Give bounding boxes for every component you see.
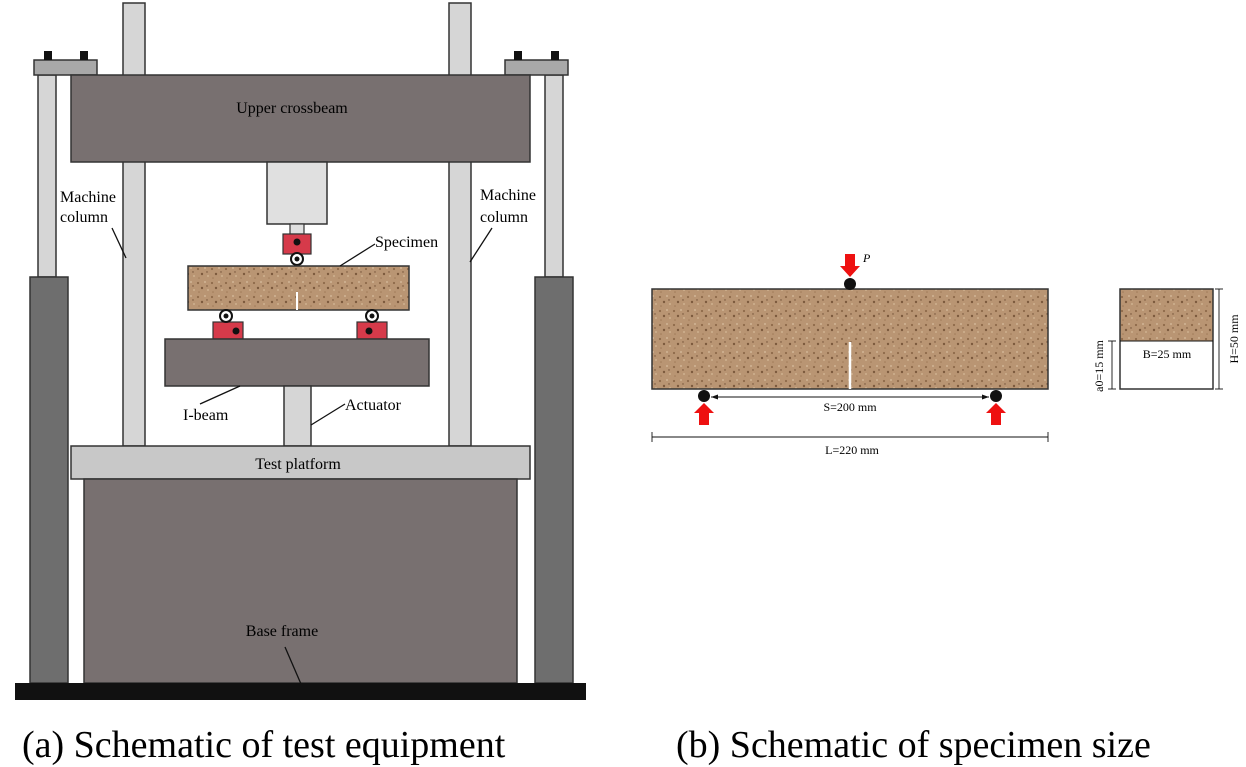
- ground-slab: [15, 683, 586, 700]
- upper-crossbeam-label: Upper crossbeam: [236, 100, 348, 117]
- left-reaction-arrow: [694, 403, 714, 425]
- top-roller-core: [294, 256, 300, 262]
- span-arrowhead-left: [711, 394, 718, 400]
- right-upper-rod: [544, 74, 564, 278]
- machine-column-right-label-1: Machine: [480, 187, 536, 204]
- base-frame-leader: [284, 646, 302, 685]
- cross-section-outline: [1119, 288, 1214, 390]
- left-support-pin: [232, 327, 240, 335]
- actuator: [283, 385, 312, 447]
- left-clamp-plate: [33, 59, 98, 76]
- width-label: B=25 mm: [1143, 347, 1192, 361]
- specimen: [187, 265, 410, 311]
- right-outer-column: [534, 276, 574, 684]
- right-support-point: [990, 390, 1002, 402]
- test-platform-label: Test platform: [255, 456, 341, 473]
- machine-column-right-label-2: column: [480, 209, 528, 226]
- i-beam-leader: [199, 385, 241, 405]
- right-support-roller-core: [369, 313, 375, 319]
- load-cell: [266, 161, 328, 225]
- cross-section-upper: [1120, 289, 1213, 341]
- notch-label: a0=15 mm: [1092, 339, 1106, 391]
- specimen-label: Specimen: [375, 234, 438, 251]
- actuator-leader: [310, 403, 346, 426]
- load-point: [844, 278, 856, 290]
- height-label: H=50 mm: [1227, 314, 1241, 364]
- machine-column-right-leader: [469, 227, 493, 263]
- machine-column-left-label-2: column: [60, 209, 108, 226]
- caption-a: (a) Schematic of test equipment: [22, 724, 506, 766]
- machine-column-left-label-1: Machine: [60, 189, 116, 206]
- left-support-roller-core: [223, 313, 229, 319]
- specimen-leader: [339, 243, 376, 267]
- i-beam-label: I-beam: [183, 407, 229, 424]
- cross-section-lower: [1120, 341, 1213, 389]
- right-bolt: [514, 51, 522, 60]
- left-upper-rod: [37, 74, 57, 278]
- base-frame-label: Base frame: [246, 623, 318, 640]
- span-label: S=200 mm: [823, 400, 877, 414]
- load-arrow: [840, 254, 860, 277]
- panel-b-specimen-size: P S=200 mm L=220 mm B=25 mm H=50 mm a0=1…: [651, 251, 1241, 766]
- machine-column-left-leader: [111, 227, 127, 259]
- left-bolt: [44, 51, 52, 60]
- left-support-point: [698, 390, 710, 402]
- right-reaction-arrow: [986, 403, 1006, 425]
- machine-column-right: [448, 2, 472, 447]
- upper-crossbeam: [70, 74, 531, 163]
- machine-column-left: [122, 2, 146, 447]
- load-rod: [289, 223, 305, 235]
- length-label: L=220 mm: [825, 443, 879, 457]
- base-frame: [83, 478, 518, 684]
- right-clamp-plate: [504, 59, 569, 76]
- left-outer-column: [29, 276, 69, 684]
- load-label: P: [862, 251, 871, 265]
- right-bolt: [551, 51, 559, 60]
- span-arrowhead-right: [982, 394, 989, 400]
- actuator-label: Actuator: [345, 397, 402, 414]
- left-bolt: [80, 51, 88, 60]
- caption-b: (b) Schematic of specimen size: [676, 724, 1151, 766]
- right-support-pin: [365, 327, 373, 335]
- i-beam: [164, 338, 430, 387]
- top-block-pin: [293, 238, 301, 246]
- panel-a-test-equipment: Upper crossbeam Test platform Base frame: [15, 2, 586, 766]
